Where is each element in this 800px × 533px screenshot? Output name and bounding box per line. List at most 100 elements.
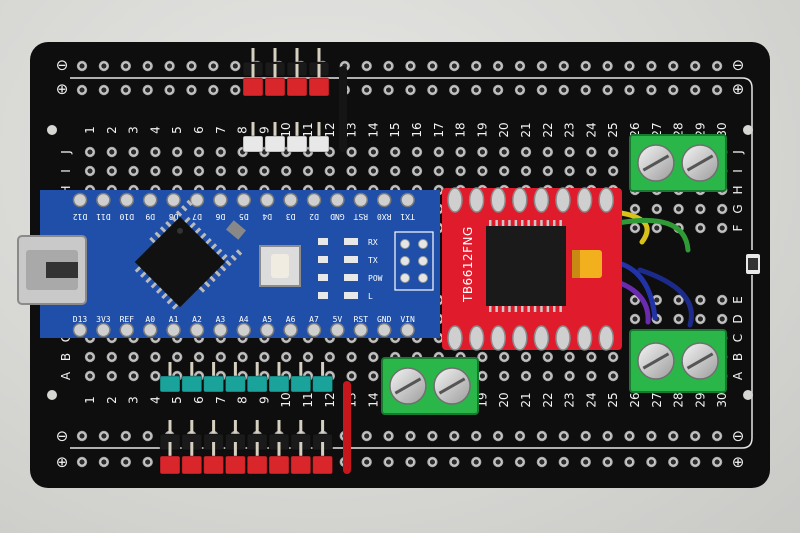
solder-pad bbox=[84, 146, 96, 158]
header-pin bbox=[212, 442, 216, 456]
rail-pad bbox=[492, 60, 504, 72]
solder-pad bbox=[695, 294, 706, 306]
icsp-header bbox=[394, 231, 434, 291]
rail-pad bbox=[602, 84, 613, 96]
header-pin bbox=[255, 442, 259, 456]
rail-pad bbox=[514, 430, 526, 442]
driver-label: TB6612FNG bbox=[461, 226, 475, 303]
header-pin bbox=[255, 362, 259, 376]
nano-pin-label: A7 bbox=[309, 315, 319, 324]
header-pin bbox=[299, 362, 303, 376]
driver-pin bbox=[576, 187, 593, 213]
rail-pad bbox=[405, 60, 416, 72]
teal-pin-header bbox=[159, 362, 334, 393]
solder-pad bbox=[84, 165, 96, 177]
column-number-bottom: 28 bbox=[672, 392, 686, 407]
header-pin bbox=[277, 442, 281, 456]
chip-leg bbox=[171, 303, 179, 310]
nano-pin-label: D3 bbox=[286, 212, 296, 221]
column-number-top: 17 bbox=[432, 122, 446, 137]
solder-pad bbox=[215, 165, 226, 177]
solder-pad bbox=[564, 146, 575, 158]
icsp-pad bbox=[400, 239, 410, 249]
driver-pin bbox=[512, 325, 528, 351]
nano-pin-pad bbox=[189, 322, 205, 338]
rail-pad bbox=[711, 456, 723, 468]
solder-pad bbox=[542, 351, 553, 363]
column-number-top: 27 bbox=[650, 122, 664, 137]
rail-pad bbox=[690, 60, 701, 72]
header-pin bbox=[273, 48, 277, 62]
solder-pad bbox=[586, 370, 597, 382]
solder-pad bbox=[302, 165, 314, 177]
column-number-top: 16 bbox=[410, 122, 424, 137]
chip-leg bbox=[514, 306, 518, 312]
header-housing bbox=[268, 375, 290, 393]
chip-leg bbox=[198, 286, 206, 293]
solder-pad bbox=[346, 165, 357, 177]
rail-minus-symbol: ⊖ bbox=[56, 427, 69, 445]
solder-pad bbox=[128, 146, 139, 158]
solder-pad bbox=[629, 203, 641, 215]
nano-pin-pad bbox=[142, 322, 158, 338]
solder-pad bbox=[717, 222, 728, 234]
driver-chip-legs bbox=[489, 220, 562, 312]
solder-pad bbox=[84, 370, 96, 382]
rail-pad bbox=[624, 430, 635, 442]
chip-leg bbox=[489, 220, 492, 226]
nano-pin-label: D10 bbox=[119, 212, 134, 221]
column-number-bottom: 14 bbox=[366, 392, 380, 407]
rail-pad bbox=[646, 430, 657, 442]
chip-leg bbox=[495, 220, 498, 226]
rail-pad bbox=[711, 84, 723, 96]
chip-leg bbox=[159, 226, 167, 233]
solder-pad bbox=[411, 146, 423, 158]
chip-leg bbox=[200, 232, 207, 240]
nano-pin-pad bbox=[283, 192, 298, 208]
driver-pin bbox=[490, 325, 506, 351]
rail-pad bbox=[668, 456, 679, 468]
header-pin bbox=[168, 362, 172, 376]
column-number-top: 3 bbox=[127, 126, 141, 134]
rail-pad bbox=[492, 456, 504, 468]
solder-pad bbox=[673, 313, 684, 325]
driver-pin bbox=[533, 325, 550, 351]
nano-pin-label: A6 bbox=[286, 315, 296, 324]
column-number-bottom: 9 bbox=[257, 396, 271, 404]
rail-pad bbox=[536, 430, 548, 442]
column-number-bottom: 6 bbox=[192, 396, 206, 404]
column-number-bottom: 30 bbox=[715, 392, 729, 407]
rail-pad bbox=[558, 456, 569, 468]
chip-leg bbox=[140, 271, 147, 278]
chip-leg bbox=[508, 306, 511, 312]
rail-pad bbox=[383, 60, 394, 72]
nano-pin-pad bbox=[189, 192, 205, 208]
chip-leg bbox=[521, 220, 524, 226]
row-letter: H bbox=[731, 185, 745, 194]
nano-pin-label: A1 bbox=[169, 315, 179, 324]
nano-pin-label: TX1 bbox=[400, 212, 415, 221]
rail-pad bbox=[120, 84, 131, 96]
nano-pin-pad bbox=[376, 192, 392, 208]
header-pin bbox=[190, 442, 194, 456]
solder-pad bbox=[346, 146, 357, 158]
rail-pad bbox=[558, 84, 569, 96]
header-housing bbox=[159, 375, 181, 393]
solder-pad bbox=[695, 222, 706, 234]
green-wire bbox=[609, 217, 691, 253]
row-letter: J bbox=[731, 150, 745, 155]
chip-leg bbox=[150, 282, 158, 289]
column-number-top: 10 bbox=[279, 122, 293, 137]
solder-pad bbox=[150, 165, 161, 177]
rail-pad bbox=[98, 60, 110, 72]
dark-blue-wire bbox=[637, 267, 694, 328]
reset-button bbox=[259, 245, 301, 287]
solder-pad bbox=[695, 313, 706, 325]
solder-pad bbox=[172, 165, 183, 177]
rail-pad bbox=[646, 60, 657, 72]
nano-pin-label: D7 bbox=[192, 212, 202, 221]
column-number-top: 21 bbox=[519, 122, 533, 137]
solder-pad bbox=[324, 351, 335, 363]
nano-pin-label: RST bbox=[354, 315, 369, 324]
solder-pad bbox=[281, 165, 292, 177]
